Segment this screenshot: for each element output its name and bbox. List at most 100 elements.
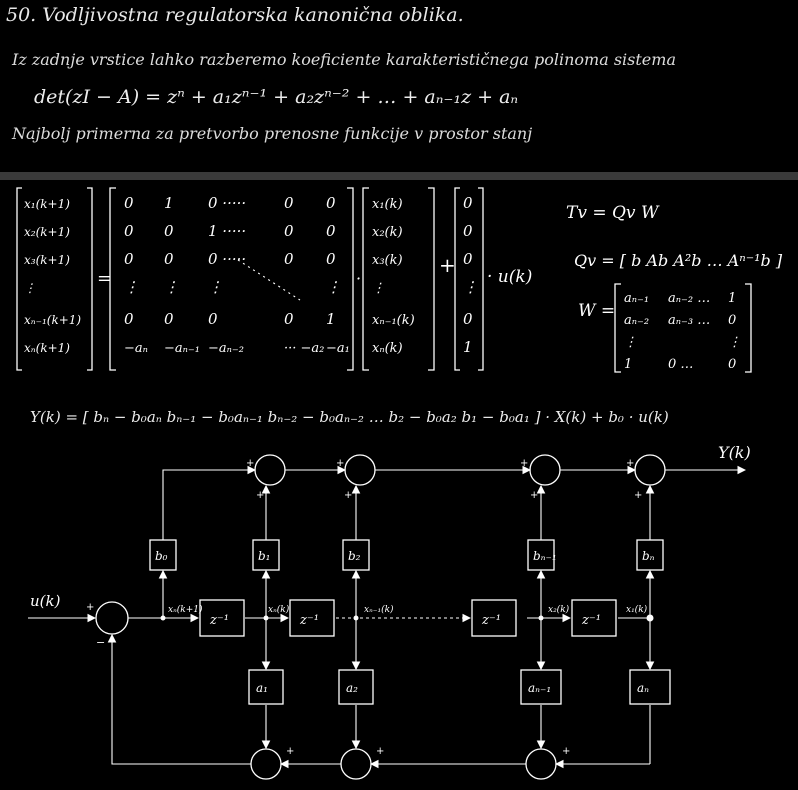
x-entry: x₁(k) <box>372 197 403 212</box>
gain-block-b-label: bₙ₋₁ <box>533 549 557 563</box>
qv-equation: Qv = [ b Ab A²b … Aⁿ⁻¹b ] <box>574 251 783 270</box>
sign: + <box>520 458 528 469</box>
sign: + <box>530 490 538 501</box>
sign: + <box>86 602 94 613</box>
lhs-entry: x₃(k+1) <box>24 253 70 267</box>
sign: + <box>246 458 254 469</box>
sum-junction-bottom-2 <box>340 748 372 780</box>
bullet-coefficients: Iz zadnje vrstice lahko razberemo koefic… <box>12 50 676 69</box>
a-matrix-entry: −aₙ₋₁ <box>164 341 200 356</box>
a-matrix-entry: 1 <box>164 194 174 212</box>
state-label: xₙ(k) <box>268 604 290 615</box>
page-title: 50. Vodljivostna regulatorska kanonična … <box>6 4 464 26</box>
multiply-dot: · <box>356 269 361 288</box>
a-matrix-bracket-left <box>109 187 116 371</box>
delay-block <box>571 599 617 637</box>
a-matrix-entry: 0 <box>284 310 294 328</box>
lhs-entry: xₙ(k+1) <box>24 341 70 355</box>
gain-block-a-label: aₙ₋₁ <box>528 681 551 695</box>
lhs-entry: ⋮ <box>24 281 36 295</box>
w-matrix-entry: 1 <box>728 291 736 306</box>
state-equation: x₁(k+1)x₂(k+1)x₃(k+1)⋮xₙ₋₁(k+1)xₙ(k+1) =… <box>16 187 783 373</box>
section-divider <box>0 172 798 180</box>
characteristic-polynomial: det(zI − A) = zⁿ + a₁zⁿ⁻¹ + a₂zⁿ⁻² + … +… <box>34 86 519 108</box>
sum-junction-top-2 <box>344 454 376 486</box>
x-bracket-right <box>428 187 435 371</box>
sum-junction-input <box>95 601 129 635</box>
gain-block-a-label: a₁ <box>256 681 268 695</box>
sign: + <box>336 458 344 469</box>
a-matrix-entry: 0 <box>208 310 218 328</box>
sum-junction-top-3 <box>529 454 561 486</box>
sum-junction-top-4 <box>634 454 666 486</box>
gain-block-b-label: b₂ <box>348 549 361 563</box>
b-entry: 0 <box>463 310 473 328</box>
delay-block-label: z⁻¹ <box>299 613 319 628</box>
x-entry: x₃(k) <box>372 253 403 268</box>
sum-junction-bottom-3 <box>525 748 557 780</box>
lhs-entry: x₁(k+1) <box>24 197 70 211</box>
input-label: u(k) <box>30 592 61 610</box>
w-label: W = <box>578 301 615 321</box>
w-matrix-entry: 0 <box>728 313 736 328</box>
x-entry: xₙ₋₁(k) <box>372 313 415 328</box>
gain-block-b-label: bₙ <box>642 549 655 563</box>
w-matrix-entry: aₙ₋₁ <box>624 291 649 306</box>
feedback-path <box>107 633 251 765</box>
a-matrix-entry: 0 ····· <box>208 194 246 212</box>
a-matrix-entry: 0 <box>164 310 174 328</box>
w-matrix-entry: aₙ₋₂ … <box>668 291 710 306</box>
w-bracket-left <box>614 283 621 373</box>
a-matrix-entry: −a₁ <box>326 341 350 356</box>
output-label: Y(k) <box>718 443 751 462</box>
w-matrix-entry: ⋮ <box>728 335 741 350</box>
w-bracket-right <box>745 283 752 373</box>
w-matrix-entry: ⋮ <box>624 335 637 350</box>
sign: + <box>344 490 352 501</box>
state-label: xₙ₋₁(k) <box>364 604 394 615</box>
a-matrix-entry: −aₙ₋₂ <box>208 341 244 356</box>
a-matrix-entry: ⋮ <box>164 278 179 296</box>
w-matrix-entry: 1 <box>624 357 632 372</box>
b-bracket-left <box>454 187 460 371</box>
lhs-entry: xₙ₋₁(k+1) <box>24 313 81 327</box>
a-matrix-entry: 0 <box>164 222 174 240</box>
delay-block-label: z⁻¹ <box>581 613 601 628</box>
delay-block-label: z⁻¹ <box>209 613 229 628</box>
state-label: x₁(k) <box>626 604 648 615</box>
sign: + <box>562 746 570 757</box>
diagonal-dots <box>237 259 301 301</box>
a-matrix-entry: 0 <box>164 250 174 268</box>
gain-block-a-label: aₙ <box>637 681 649 695</box>
a-matrix-entry: ··· −a₂ <box>284 341 324 356</box>
a-matrix-entry: 0 <box>284 250 294 268</box>
x-entry: ⋮ <box>372 281 385 296</box>
a-matrix-entry: 0 <box>284 222 294 240</box>
lhs-entry: x₂(k+1) <box>24 225 70 239</box>
b0-path <box>162 465 257 540</box>
sign: + <box>634 490 642 501</box>
bullet-transfer-function: Najbolj primerna za pretvorbo prenosne f… <box>12 124 533 143</box>
sum-junction-bottom-1 <box>250 748 282 780</box>
a-matrix-entry: 0 <box>124 222 134 240</box>
w-matrix-entry: 0 … <box>668 357 693 372</box>
sign: + <box>256 490 264 501</box>
a-matrix-entry: 0 <box>284 194 294 212</box>
delay-block <box>471 599 517 637</box>
delay-block <box>199 599 245 637</box>
b-entry: 0 <box>463 194 473 212</box>
x-entry: xₙ(k) <box>372 341 403 356</box>
gain-block-a <box>629 669 671 705</box>
b-entry: 0 <box>463 250 473 268</box>
x-bracket-left <box>362 187 369 371</box>
sign: + <box>376 746 384 757</box>
a-matrix-entry: ⋮ <box>124 278 139 296</box>
w-matrix-entry: 0 <box>728 357 736 372</box>
lhs-bracket-left <box>16 187 22 371</box>
x-entry: x₂(k) <box>372 225 403 240</box>
a-matrix-bracket-right <box>347 187 354 371</box>
a-matrix-entry: 1 ····· <box>208 222 246 240</box>
delay-block <box>289 599 335 637</box>
gain-block-b-label: b₀ <box>155 549 168 563</box>
